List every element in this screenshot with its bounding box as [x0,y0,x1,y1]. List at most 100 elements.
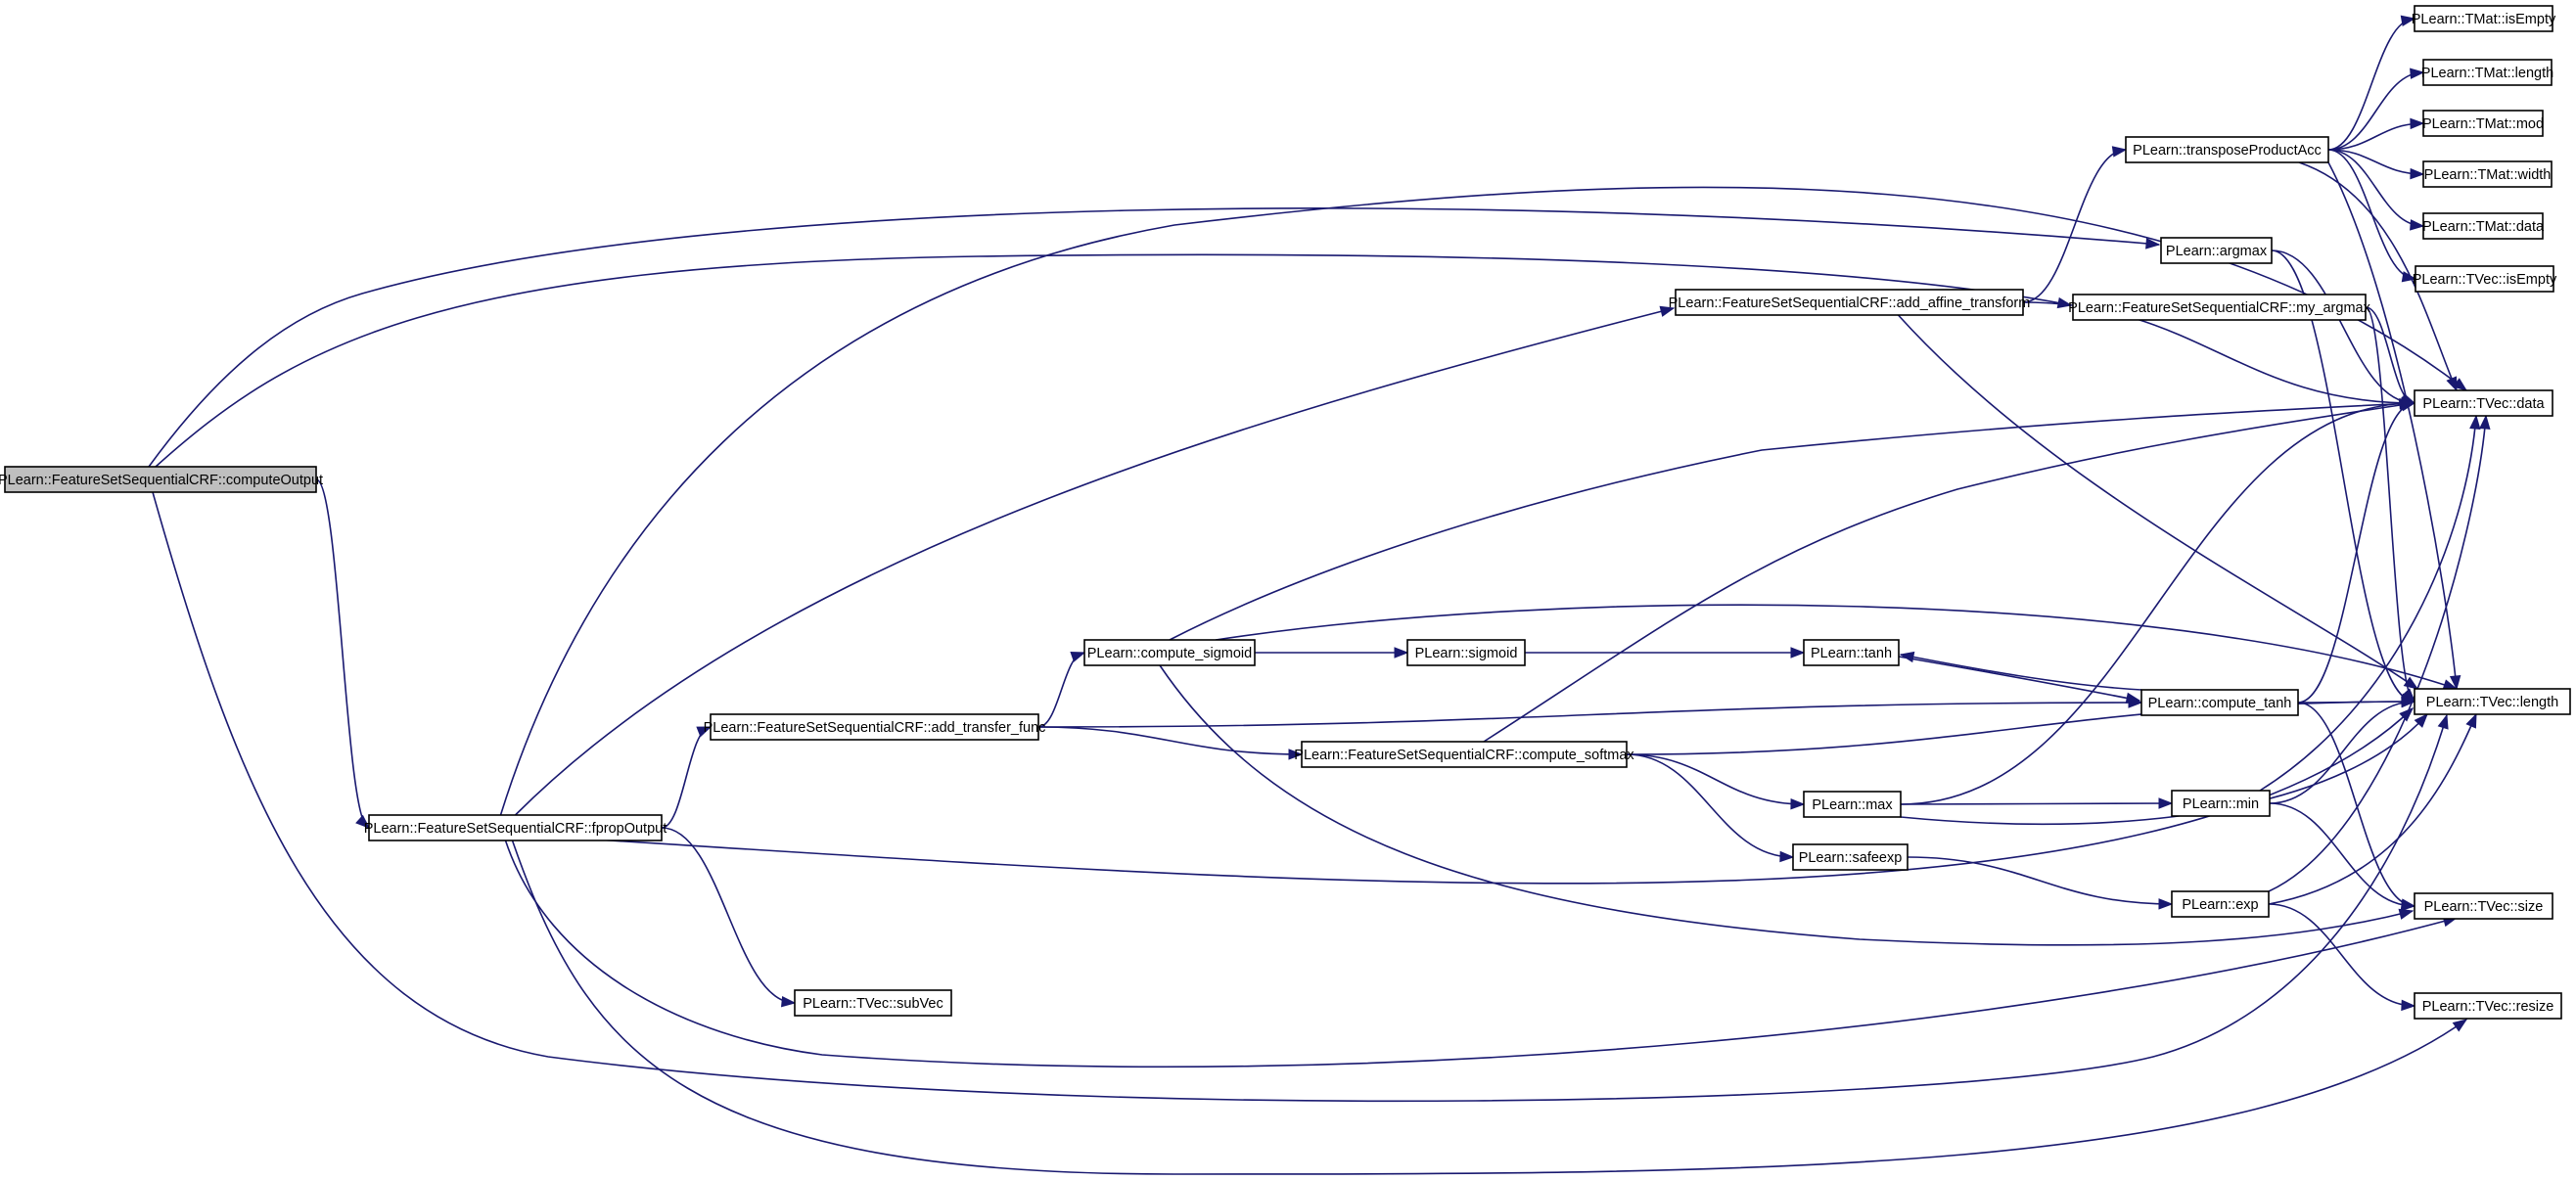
node-subvec[interactable]: PLearn::TVec::subVec [794,989,952,1017]
node-label: PLearn::FeatureSetSequentialCRF::add_aff… [1669,295,2031,311]
node-max[interactable]: PLearn::max [1803,791,1902,818]
edge-line [1483,402,2414,743]
edge-min-to-TVec_length [2269,696,2416,804]
node-label: PLearn::TMat::isEmpty [2412,12,2556,27]
node-label: PLearn::min [2183,796,2259,812]
edge-add_transfer_func-to-compute_sigmoid [1037,651,1086,728]
edge-arrowhead [2158,797,2174,809]
edge-arrowhead [2446,376,2458,392]
edge-line [2327,161,2458,690]
edge-line [1900,654,2142,691]
node-label: PLearn::safeexp [1799,850,1903,866]
node-tvec-size[interactable]: PLearn::TVec::size [2414,892,2553,920]
edge-compute_tanh-to-TVec_data [2297,400,2416,704]
node-add-affine-transform[interactable]: PLearn::FeatureSetSequentialCRF::add_aff… [1669,289,2031,316]
edge-computeOutput-to-my_argmax [155,253,2073,468]
node-exp[interactable]: PLearn::exp [2171,890,2270,918]
node-box [4,466,317,493]
edge-line [2298,161,2458,391]
edge-arrowhead [2414,712,2428,728]
edge-arrowhead [1899,651,1915,663]
node-tmat-isempty[interactable]: PLearn::TMat::isEmpty [2412,5,2556,32]
node-tvec-data[interactable]: PLearn::TVec::data [2414,389,2553,417]
node-box [2125,136,2329,163]
edge-max-to-TVec_length [1900,712,2428,826]
node-min[interactable]: PLearn::min [2171,790,2271,817]
node-label: PLearn::TVec::subVec [803,996,943,1012]
node-label: PLearn::TVec::length [2426,695,2558,710]
node-compute-sigmoid[interactable]: PLearn::compute_sigmoid [1083,639,1256,666]
node-box [2414,389,2553,417]
node-safeexp[interactable]: PLearn::safeexp [1792,843,1909,871]
node-label: PLearn::sigmoid [1415,646,1518,661]
node-sigmoid[interactable]: PLearn::sigmoid [1406,639,1526,666]
edge-line [315,478,370,829]
edge-line [511,840,2467,1175]
node-compute-tanh[interactable]: PLearn::compute_tanh [2140,689,2299,716]
edge-line [2297,701,2415,704]
edge-arrowhead [2401,999,2416,1012]
edge-arrowhead [1790,647,1806,659]
edge-line [2271,250,2415,404]
edge-line [2269,701,2415,804]
node-label: PLearn::TMat::data [2422,219,2545,235]
node-label: PLearn::compute_tanh [2148,696,2292,711]
edge-arrowhead [2437,713,2449,730]
edge-arrowhead [2125,692,2141,704]
node-label: PLearn::TMat::width [2424,167,2552,183]
edge-line [1215,604,2458,690]
node-add-transfer-func[interactable]: PLearn::FeatureSetSequentialCRF::add_tra… [704,713,1046,741]
edge-line [2365,306,2415,703]
edge-line [155,253,2072,468]
edge-line [504,840,2458,1068]
node-tvec-resize[interactable]: PLearn::TVec::resize [2414,992,2562,1020]
node-tvec-isempty[interactable]: PLearn::TVec::isEmpty [2413,265,2557,293]
edge-compute_sigmoid-to-TVec_size [1159,664,2415,946]
edge-add_transfer_func-to-compute_tanh [1037,697,2143,728]
edge-line [1037,652,1085,728]
edge-arrowhead [1659,305,1676,317]
node-fpropoutput[interactable]: PLearn::FeatureSetSequentialCRF::fpropOu… [364,814,667,841]
node-tanh[interactable]: PLearn::tanh [1803,639,1900,666]
edge-line [499,186,2467,816]
edge-line [2327,149,2424,227]
edge-arrowhead [2401,696,2416,708]
node-tmat-length[interactable]: PLearn::TMat::length [2421,59,2553,86]
edges-layer [148,15,2491,1175]
edge-line [1626,753,1794,858]
node-label: PLearn::TVec::resize [2422,999,2554,1015]
node-computeoutput[interactable]: PLearn::FeatureSetSequentialCRF::compute… [0,466,323,493]
edge-line [1626,753,1805,805]
node-tmat-width[interactable]: PLearn::TMat::width [2422,160,2553,188]
node-box [2414,892,2553,920]
node-tmat-mod[interactable]: PLearn::TMat::mod [2422,110,2544,137]
edge-line [2268,903,2415,1007]
edge-exp-to-TVec_data [2268,414,2491,892]
node-label: PLearn::TVec::data [2422,396,2545,412]
node-compute-softmax[interactable]: PLearn::FeatureSetSequentialCRF::compute… [1294,741,1634,768]
edge-line [2297,402,2415,704]
node-box [710,713,1039,741]
edge-arrowhead [2158,898,2174,910]
node-box [2422,160,2553,188]
edge-arrowhead [2410,68,2425,79]
edge-arrowhead [2410,167,2425,180]
edge-arrowhead [2400,15,2416,26]
edge-compute_softmax-to-safeexp [1626,753,1795,863]
edge-fpropOutput-to-TVec_resize [511,840,2468,1175]
edge-add_transfer_func-to-compute_softmax [1037,726,1304,760]
node-transposeproductacc[interactable]: PLearn::transposeProductAcc [2125,136,2329,163]
node-label: PLearn::FeatureSetSequentialCRF::fpropOu… [364,821,667,837]
edge-line [152,491,2448,1103]
node-tmat-data[interactable]: PLearn::TMat::data [2422,212,2545,240]
node-box [1406,639,1526,666]
edge-fpropOutput-to-TVec_size [504,840,2459,1068]
node-box [2415,265,2554,293]
edge-transposeProductAcc-to-TVec_length [2327,161,2461,691]
node-argmax[interactable]: PLearn::argmax [2160,237,2273,264]
node-tvec-length[interactable]: PLearn::TVec::length [2414,688,2571,715]
edge-transposeProductAcc-to-TMat_length [2327,68,2425,151]
edge-line [2271,250,2415,703]
edge-arrowhead [2465,712,2477,729]
node-my-argmax[interactable]: PLearn::FeatureSetSequentialCRF::my_argm… [2068,294,2371,321]
